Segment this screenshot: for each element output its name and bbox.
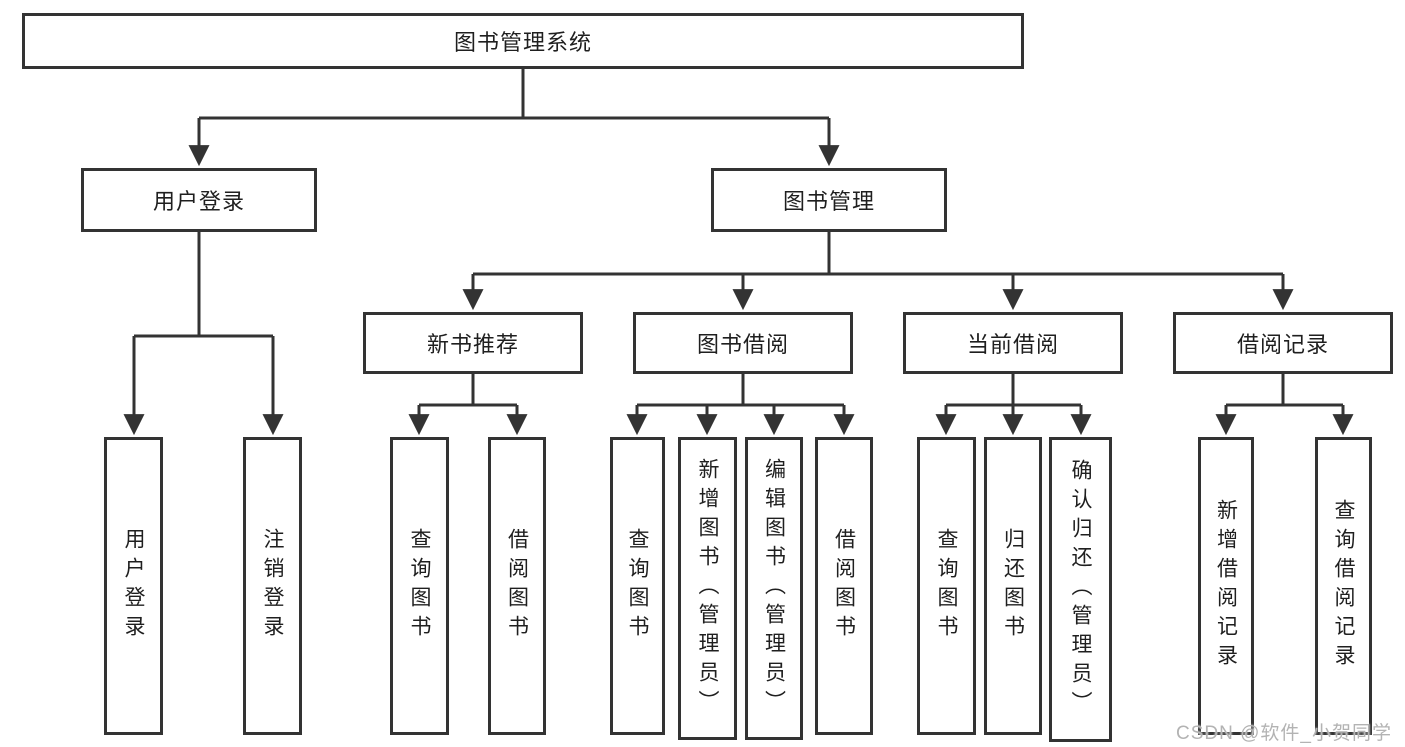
- node-book-borrow: 图书借阅: [633, 312, 853, 374]
- leaf-rec-query-books-label: 查询图书: [408, 528, 431, 644]
- leaf-cur-return-books: 归还图书: [984, 437, 1042, 735]
- node-book-management: 图书管理: [711, 168, 947, 232]
- leaf-bor-add-books-label: 新增图书（管理员）: [696, 458, 719, 719]
- leaf-bor-borrow-books-label: 借阅图书: [832, 528, 856, 644]
- leaf-logout: 注销登录: [243, 437, 302, 735]
- leaf-rec-query-books: 查询图书: [390, 437, 449, 735]
- node-root-label: 图书管理系统: [453, 30, 592, 55]
- node-book-management-label: 图书管理: [782, 189, 875, 214]
- leaf-rec2-add-record: 新增借阅记录: [1198, 437, 1254, 735]
- leaf-rec-borrow-books-label: 借阅图书: [505, 528, 529, 644]
- node-new-book-recommend-label: 新书推荐: [426, 332, 519, 357]
- leaf-bor-add-books: 新增图书（管理员）: [678, 437, 737, 740]
- leaf-bor-edit-books-label: 编辑图书（管理员）: [762, 458, 786, 719]
- leaf-user-login-label: 用户登录: [122, 528, 145, 644]
- leaf-user-login: 用户登录: [104, 437, 163, 735]
- node-new-book-recommend: 新书推荐: [363, 312, 583, 374]
- leaf-cur-return-books-label: 归还图书: [1001, 528, 1025, 644]
- leaf-rec-borrow-books: 借阅图书: [488, 437, 546, 735]
- leaf-cur-query-books-label: 查询图书: [935, 528, 958, 644]
- leaf-cur-confirm-return-label: 确认归还（管理员）: [1069, 459, 1092, 720]
- leaf-cur-confirm-return: 确认归还（管理员）: [1049, 437, 1112, 742]
- leaf-logout-label: 注销登录: [261, 528, 284, 644]
- csdn-watermark: CSDN @软件_小贺同学: [1176, 723, 1392, 744]
- node-borrow-record-label: 借阅记录: [1236, 332, 1329, 357]
- node-book-borrow-label: 图书借阅: [696, 332, 789, 357]
- leaf-bor-edit-books: 编辑图书（管理员）: [745, 437, 803, 740]
- node-current-borrow: 当前借阅: [903, 312, 1123, 374]
- leaf-bor-query-books-label: 查询图书: [626, 528, 649, 644]
- leaf-rec2-add-record-label: 新增借阅记录: [1214, 499, 1238, 673]
- leaf-bor-query-books: 查询图书: [610, 437, 665, 735]
- leaf-rec2-query-record: 查询借阅记录: [1315, 437, 1372, 735]
- node-root: 图书管理系统: [22, 13, 1024, 69]
- leaf-rec2-query-record-label: 查询借阅记录: [1332, 499, 1355, 673]
- node-user-login-label: 用户登录: [152, 189, 245, 214]
- node-user-login: 用户登录: [81, 168, 317, 232]
- node-current-borrow-label: 当前借阅: [966, 332, 1059, 357]
- node-borrow-record: 借阅记录: [1173, 312, 1393, 374]
- leaf-bor-borrow-books: 借阅图书: [815, 437, 873, 735]
- leaf-cur-query-books: 查询图书: [917, 437, 976, 735]
